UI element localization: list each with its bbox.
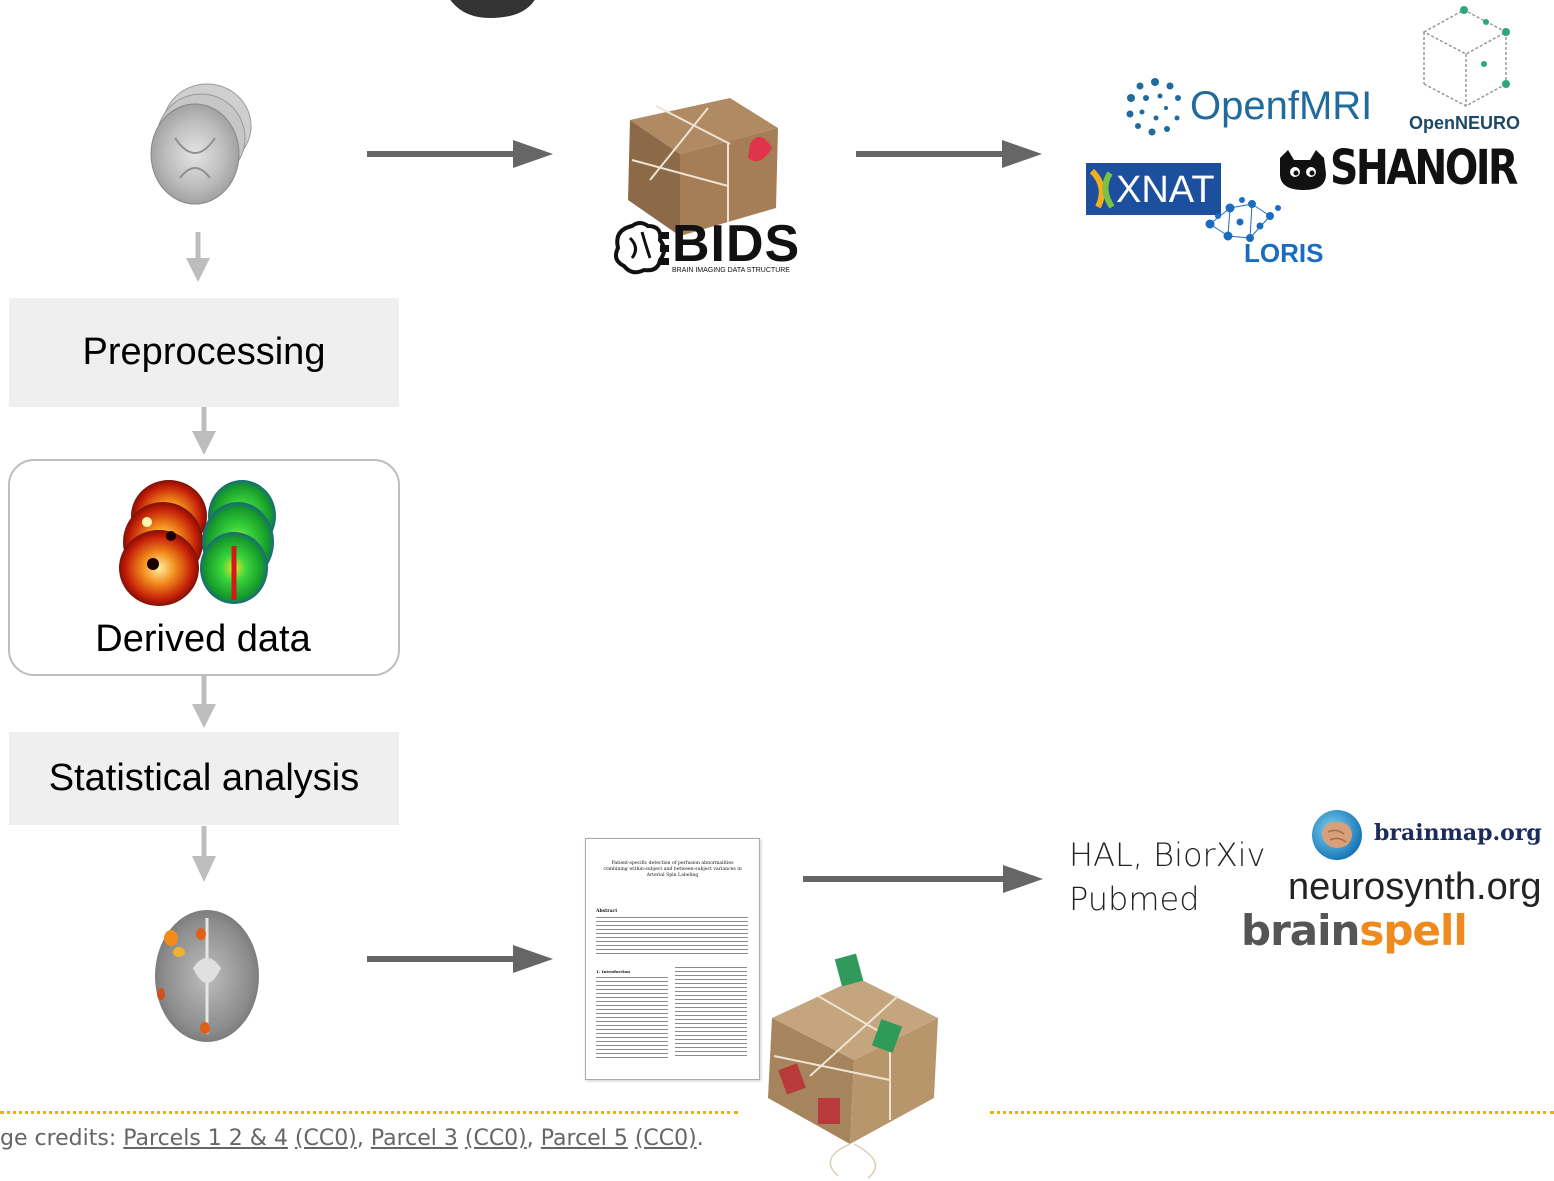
image-credits: ge credits: Parcels 1 2 & 4 (CC0), Parce… — [0, 1126, 704, 1151]
raw-mri-stack-image — [150, 83, 252, 205]
paper-col-right — [675, 967, 747, 1059]
brainspell-part-brain: brain — [1241, 906, 1360, 955]
paper-intro-heading: 1. Introduction — [596, 969, 631, 974]
bids-brain-icon — [614, 221, 669, 275]
credits-license-link-3[interactable]: (CC0) — [634, 1126, 697, 1151]
loris-logo-text: LORIS — [1244, 238, 1324, 268]
derived-maps-hot-image — [119, 480, 207, 606]
openneuro-text: OpenNEURO — [1409, 113, 1521, 133]
xnat-swoosh-icon — [1089, 168, 1115, 209]
xnat-logo: XNAT — [1086, 163, 1221, 215]
paper-title: Patient-specific detection of perfusion … — [603, 861, 742, 878]
brainmap-globe-icon — [1312, 810, 1362, 860]
credits-license-link-2[interactable]: (CC0) — [464, 1126, 527, 1151]
paper-abstract-lines — [596, 917, 748, 957]
paper-col-left — [596, 977, 668, 1059]
shanoir-cat-icon — [1280, 150, 1326, 190]
publication-line-2: Pubmed — [1069, 880, 1200, 918]
preprocessing-label: Preprocessing — [82, 331, 326, 373]
arrow-raw-to-bids — [367, 140, 553, 168]
arrow-bids-to-repositories — [856, 140, 1042, 168]
credits-link-parcel-3[interactable]: Parcel 3 — [370, 1126, 458, 1151]
shanoir-logo-text: SHANOIR — [1330, 140, 1518, 196]
xnat-logo-text: XNAT — [1116, 169, 1215, 211]
arrow-results-to-paper — [367, 945, 553, 973]
openneuro-logo-text: OpenNEURO — [1409, 113, 1520, 134]
loris-network-icon — [1205, 197, 1281, 242]
openfmri-logo-text: OpenfMRI — [1190, 84, 1373, 128]
credits-separator: , — [526, 1126, 541, 1151]
arrow-derived-to-statistics — [192, 676, 216, 728]
paper-abstract-heading: Abstract — [596, 909, 618, 914]
arrow-raw-to-preprocessing — [186, 232, 210, 282]
credits-prefix: ge credits: — [0, 1126, 124, 1151]
credits-link-parcels-1-2-4[interactable]: Parcels 1 2 & 4 — [123, 1126, 288, 1151]
bids-subtitle: BRAIN IMAGING DATA STRUCTURE — [672, 267, 790, 274]
footer-dotted-line-left — [0, 1111, 738, 1114]
arrow-preprocessing-to-derived — [192, 407, 216, 455]
preprocessing-box: Preprocessing — [9, 298, 399, 407]
credits-license-link-1[interactable]: (CC0) — [294, 1126, 357, 1151]
openfmri-swirl-icon — [1126, 78, 1181, 136]
statistical-analysis-label: Statistical analysis — [48, 757, 360, 799]
footer-dotted-line-right — [990, 1111, 1554, 1114]
paper-document-image: Patient-specific detection of perfusion … — [585, 838, 760, 1080]
stamped-parcel-image — [768, 953, 938, 1179]
publication-line-1: HAL, BiorXiv — [1069, 836, 1266, 874]
derived-data-label: Derived data — [95, 618, 311, 660]
brainmap-logo-text: brainmap.org — [1374, 820, 1542, 846]
credits-end: . — [696, 1126, 704, 1151]
statistical-analysis-box: Statistical analysis — [9, 732, 399, 825]
title-fragment — [450, 0, 535, 19]
neurosynth-text: neurosynth.org — [1288, 866, 1542, 908]
openneuro-cube-icon — [1422, 6, 1510, 107]
brainspell-part-spell: spell — [1359, 906, 1467, 955]
derived-maps-rainbow-image — [200, 480, 276, 604]
arrow-statistics-to-results — [192, 826, 216, 882]
credits-separator: , — [356, 1126, 371, 1151]
brainspell-logo: brainspell — [1241, 906, 1468, 955]
arrow-paper-to-publication — [803, 865, 1043, 893]
result-brain-slice-image — [155, 910, 259, 1042]
bids-logo-text: BIDS — [672, 215, 801, 273]
credits-link-parcel-5[interactable]: Parcel 5 — [540, 1126, 628, 1151]
bids-parcel-image — [628, 98, 778, 236]
